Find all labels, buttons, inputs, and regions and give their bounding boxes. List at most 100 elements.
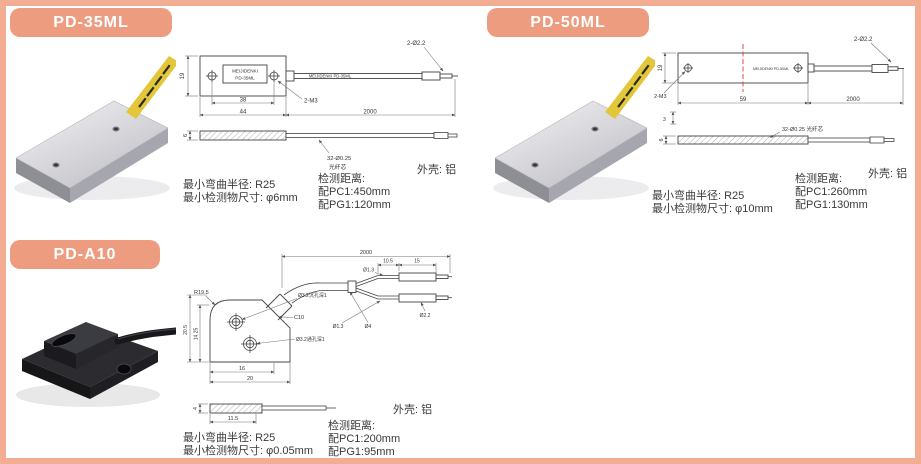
dim-body-length: 44	[240, 110, 247, 116]
dim-ferrule-length: 15	[414, 259, 420, 265]
pd35ml-side-view: 6 32-Ø0.25 光纤芯	[183, 130, 458, 171]
spec-min-object: 最小检测物尺寸: φ6mm	[183, 192, 298, 204]
label-branch-dia: Ø2.2	[420, 313, 431, 319]
callout-screw-holes: 2-M3	[654, 94, 667, 100]
dim-side-thickness: 4	[193, 407, 199, 410]
product-title-tab-pda10: PD-A10	[10, 240, 160, 269]
pda10-dimension-labels: 2000 10.5 15 Ø1.3 Ø1.3 Ø4 Ø2.2 R19.5 Ø3.…	[183, 250, 431, 382]
callout-hole-top: Ø3.2沉孔深1	[298, 292, 327, 299]
spec-distance-pc1: 配PC1:200mm	[328, 433, 401, 445]
pd35ml-dimension-lines	[185, 46, 456, 117]
callout-tip-holes: 2-Ø2.2	[407, 41, 426, 47]
cable-print-marks	[138, 64, 171, 108]
callout-screw-holes: 2-M3	[304, 99, 318, 105]
dim-width-inner: 16	[239, 366, 245, 372]
product-title-pd50ml: PD-50ML	[530, 13, 606, 31]
dim-width-outer: 20	[247, 376, 253, 382]
body-model-label: PD-35ML	[235, 75, 255, 80]
dim-offset: 3	[663, 117, 666, 123]
dim-height: 19	[658, 64, 664, 71]
cable-print-marks	[617, 64, 650, 108]
spec-distance-pg1: 配PG1:130mm	[795, 199, 868, 211]
pd50ml-dimension-lines	[662, 42, 904, 125]
label-fiber-lower: Ø1.3	[333, 324, 344, 330]
spec-distance-title: 检测距离:	[328, 420, 376, 432]
spec-min-object: 最小检测物尺寸: φ0.05mm	[183, 445, 313, 457]
label-corner-radius: R19.5	[194, 290, 209, 296]
dim-thickness: 6	[659, 138, 665, 141]
dim-cable-length: 2000	[846, 97, 860, 103]
pd50ml-side-view: 6 32-Ø0.25 光纤芯	[659, 125, 895, 145]
pda10-product-photo	[16, 322, 176, 407]
dim-height-outer: 20.5	[183, 325, 189, 335]
product-title-tab-pd35ml: PD-35ML	[10, 8, 172, 37]
slot-hole	[51, 333, 77, 347]
dim-cable-length: 2000	[360, 250, 372, 256]
pd35ml-specs-left: 最小弯曲半径: R25 最小检测物尺寸: φ6mm	[183, 179, 298, 205]
spec-distance-title: 检测距离:	[795, 173, 843, 185]
spec-distance-pg1: 配PG1:120mm	[318, 199, 391, 211]
pd35ml-dimension-labels: 19 38 44 2000 2-Ø2.2 2-M3	[180, 41, 426, 116]
fiber-cable-curve	[283, 282, 348, 304]
pda10-cable-detail	[347, 272, 452, 303]
spec-distance-pc1: 配PC1:450mm	[318, 186, 391, 198]
mounting-holes	[206, 70, 280, 82]
product-title-pd35ml: PD-35ML	[53, 13, 129, 31]
dim-height: 19	[180, 72, 186, 79]
fiber-cable-black	[114, 327, 176, 345]
pd50ml-dimension-labels: 19 59 2000 2-Ø2.2 2-M3 3	[654, 37, 873, 123]
spec-bend-radius: 最小弯曲半径: R25	[183, 179, 276, 191]
callout-tip-holes: 2-Ø2.2	[854, 37, 873, 43]
body-brand-label: MEIJIDENKI	[232, 68, 258, 73]
mounting-holes	[683, 63, 803, 73]
callout-hole-mid: Ø3.2通孔深1	[296, 336, 325, 343]
pd35ml-specs-distance: 检测距离: 配PC1:450mm 配PG1:120mm	[318, 173, 391, 212]
dim-tip-length: 10.5	[383, 259, 393, 265]
dim-cable-length: 2000	[363, 110, 377, 116]
sensor-body-aluminum	[15, 100, 169, 203]
callout-fiber: 32-Ø0.25 光纤芯	[782, 125, 823, 133]
dim-thickness: 6	[183, 134, 189, 137]
spec-bend-radius: 最小弯曲半径: R25	[183, 432, 276, 444]
spec-min-object: 最小检测物尺寸: φ10mm	[652, 203, 773, 215]
cable-highlight	[117, 328, 176, 340]
dim-hole-span: 38	[240, 98, 247, 104]
pda10-side-view: 11.5 4	[193, 403, 336, 424]
dim-height-inner: 14.25	[194, 328, 200, 341]
pd50ml-specs-distance: 检测距离: 配PC1:260mm 配PG1:130mm	[795, 173, 868, 212]
pda10-spec-housing: 外壳: 铝	[393, 404, 433, 416]
callout-fiber-core: 光纤芯	[329, 163, 347, 171]
label-chamfer: C10	[294, 315, 304, 321]
dim-body-length: 59	[740, 97, 747, 103]
pda10-dimension-lines	[187, 254, 451, 384]
pd35ml-product-photo	[14, 56, 176, 203]
cable-print-label: MEIJIDENKI PD-35ML	[309, 74, 352, 79]
dim-side-length: 11.5	[228, 416, 238, 422]
through-hole-mid	[241, 335, 259, 353]
spec-bend-radius: 最小弯曲半径: R25	[652, 190, 745, 202]
spec-distance-pc1: 配PC1:260mm	[795, 186, 868, 198]
label-cable-dia: Ø4	[365, 324, 372, 330]
pd50ml-product-photo	[493, 56, 655, 203]
callout-fiber-count: 32-Ø0.25	[327, 156, 351, 162]
pd50ml-top-view: MEIJIDENKI PD-50ML	[677, 44, 904, 92]
pd35ml-top-view: MEIJIDENKI PD-35ML MEIJIDENKI PD-35ML	[199, 55, 458, 97]
mounting-hole	[116, 363, 132, 375]
label-fiber-upper: Ø1.3	[363, 268, 374, 274]
pd50ml-spec-housing: 外壳: 铝	[868, 168, 908, 180]
counterbore-hole-top	[227, 313, 245, 331]
product-title-pda10: PD-A10	[53, 245, 117, 263]
spec-distance-title: 检测距离:	[318, 173, 366, 185]
pd50ml-technical-drawing: MEIJIDENKI PD-50ML 19 59 2000 2-Ø2.2 2-M…	[654, 37, 904, 145]
product-title-tab-pd50ml: PD-50ML	[487, 8, 649, 37]
pda10-specs-distance: 检测距离: 配PC1:200mm 配PG1:95mm	[328, 420, 400, 459]
pda10-technical-drawing: 2000 10.5 15 Ø1.3 Ø1.3 Ø4 Ø2.2 R19.5 Ø3.…	[183, 250, 452, 424]
pd35ml-spec-housing: 外壳: 铝	[417, 164, 457, 176]
sensor-body-aluminum	[494, 100, 648, 203]
pda10-specs-left: 最小弯曲半径: R25 最小检测物尺寸: φ0.05mm	[183, 432, 313, 458]
pda10-front-view	[209, 282, 348, 363]
pd35ml-technical-drawing: MEIJIDENKI PD-35ML MEIJIDENKI PD-35ML 19…	[180, 41, 458, 171]
body-label: MEIJIDENKI PD-50ML	[753, 67, 789, 71]
spec-distance-pg1: 配PG1:95mm	[328, 446, 395, 458]
